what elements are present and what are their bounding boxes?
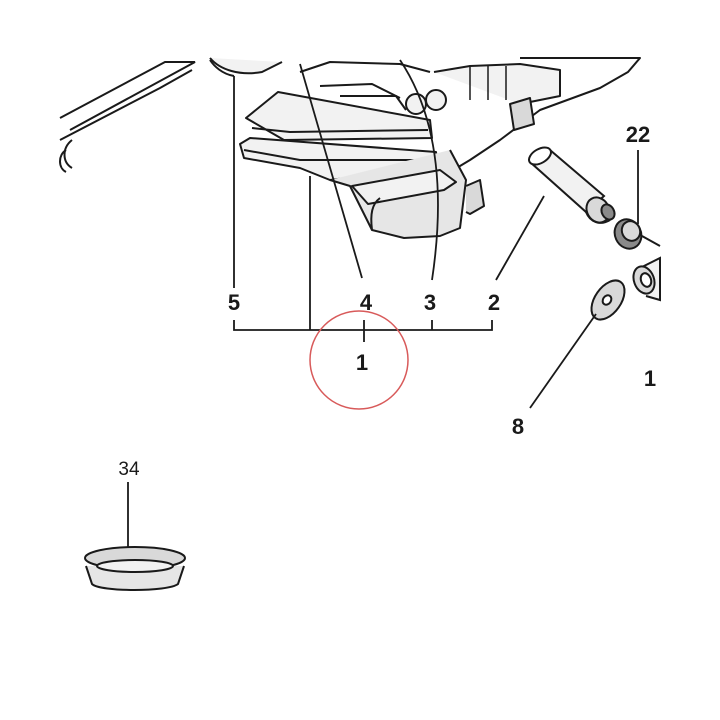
right-edge-bushing [632,256,661,302]
callout-1-right: 1 [644,366,656,391]
callout-5: 5 [228,290,240,315]
callout-34: 34 [118,459,140,480]
leader-4 [299,63,363,279]
callout-22: 22 [626,122,650,147]
part-22-cap [613,218,661,250]
leader-lines [127,59,639,548]
callout-8: 8 [512,414,524,439]
highlight-circle [309,310,409,410]
leader-3 [399,59,439,281]
leader-8 [529,313,597,409]
callout-2: 2 [488,290,500,315]
part-2-sleeve [528,146,616,224]
leader-2 [495,195,545,281]
callout-1-assembly: 1 [356,350,368,375]
assembly-bracket [233,320,493,331]
part-8-washer [590,279,626,321]
pedal-bracket-assembly [209,57,641,239]
frame-tube [59,61,196,173]
callout-3: 3 [424,290,436,315]
part-34-cap [84,546,186,591]
callout-4: 4 [360,290,373,315]
